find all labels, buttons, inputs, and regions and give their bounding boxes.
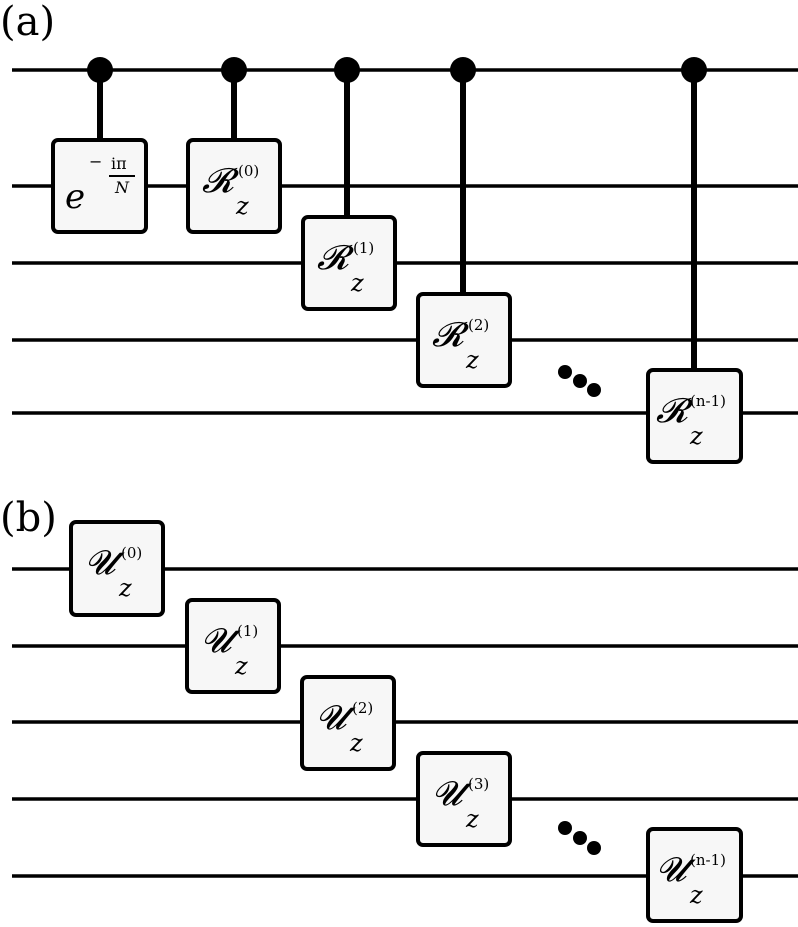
- gate-subscript: z: [235, 652, 248, 680]
- phase-gate: e − iπ N: [51, 138, 148, 234]
- phase-exponent-sign: −: [89, 152, 103, 171]
- gate-superscript: (0): [121, 544, 143, 562]
- rz-gate-0: 𝓡 z (0): [186, 138, 282, 234]
- rz-gate-1: 𝓡 z (1): [301, 215, 397, 311]
- gate-subscript: z: [351, 269, 364, 297]
- uz-gate-2: 𝓤 z (2): [300, 675, 396, 771]
- uz-gate-0: 𝓤 z (0): [69, 520, 165, 617]
- control-dot-a-2: [334, 57, 360, 83]
- control-dot-a-4: [681, 57, 707, 83]
- ellipsis-dots-b: [558, 821, 601, 855]
- gate-superscript: (1): [353, 239, 375, 257]
- ellipsis-dots-a: [558, 365, 601, 397]
- rz-gate-2: 𝓡 z (2): [416, 292, 512, 388]
- gate-symbol: 𝓡: [202, 161, 234, 201]
- phase-denominator: N: [115, 178, 129, 197]
- gate-symbol: 𝓡: [432, 315, 464, 355]
- uz-gate-n-1: 𝓤 z (n-1): [646, 827, 743, 923]
- gate-symbol: 𝓤: [201, 621, 232, 661]
- gate-superscript: (1): [237, 622, 259, 640]
- gate-symbol: 𝓤: [432, 774, 463, 814]
- gate-symbol: 𝓤: [656, 850, 687, 890]
- gate-symbol: 𝓤: [316, 698, 347, 738]
- rz-gate-n-1: 𝓡 z (n-1): [646, 368, 743, 464]
- phase-numerator: iπ: [111, 154, 127, 173]
- control-dot-a-3: [450, 57, 476, 83]
- gate-superscript: (0): [238, 162, 260, 180]
- gate-subscript: z: [466, 805, 479, 833]
- panel-label-b: (b): [0, 495, 57, 541]
- uz-gate-3: 𝓤 z (3): [416, 751, 512, 847]
- gate-superscript: (2): [468, 316, 490, 334]
- gate-symbol: 𝓡: [317, 238, 349, 278]
- panel-label-a: (a): [0, 0, 56, 45]
- gate-symbol: 𝓡: [656, 391, 688, 431]
- phase-base: e: [65, 177, 86, 217]
- gate-superscript: (3): [468, 775, 490, 793]
- gate-subscript: z: [236, 192, 249, 220]
- gate-subscript: z: [690, 422, 703, 450]
- gate-superscript: (2): [352, 699, 374, 717]
- gate-superscript: (n-1): [690, 851, 726, 869]
- phase-fraction-bar: [109, 175, 135, 177]
- control-dot-a-1: [221, 57, 247, 83]
- gate-superscript: (n-1): [690, 392, 726, 410]
- gate-subscript: z: [466, 346, 479, 374]
- control-dot-a-0: [87, 57, 113, 83]
- gate-subscript: z: [690, 881, 703, 909]
- gate-subscript: z: [119, 574, 132, 602]
- gate-subscript: z: [350, 729, 363, 757]
- gate-symbol: 𝓤: [85, 543, 116, 583]
- uz-gate-1: 𝓤 z (1): [185, 598, 281, 694]
